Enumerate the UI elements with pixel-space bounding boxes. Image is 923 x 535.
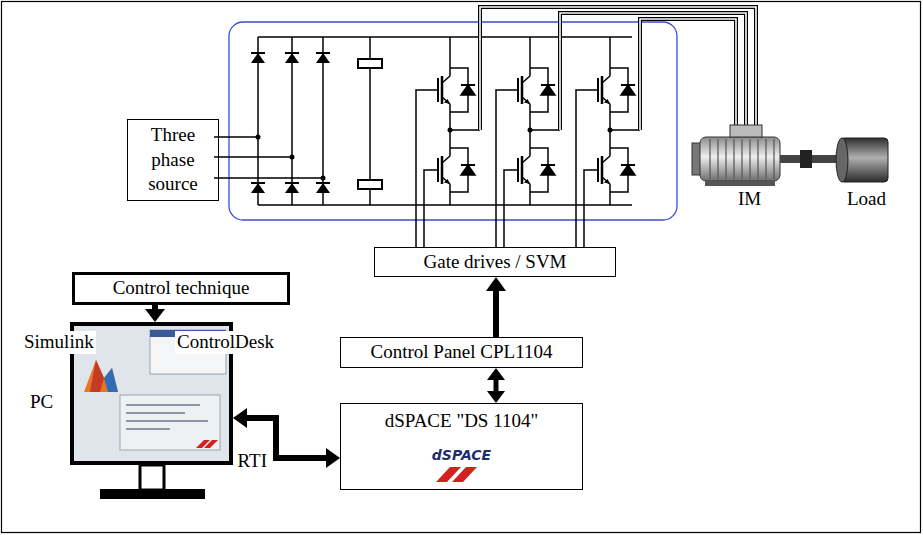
pc-stand [100,465,205,499]
rectifier-bridge [214,37,632,205]
signal-arrow [486,277,506,337]
source-box: Three phase source [127,119,219,201]
part-label: IM [738,188,761,211]
gate-drive-box: Gate drives / SVM [374,247,616,277]
arrow-head [233,408,247,428]
box-title: dSPACE "DS 1104" [341,409,582,434]
motor-cables [480,7,756,130]
inverter-legs [416,37,640,247]
control-technique-box: Control technique [72,272,290,305]
arrow-head [486,277,506,291]
mechanical-load [836,138,888,182]
arrow-head [487,368,505,380]
dc-link-capacitors [358,37,382,205]
logo-text: dSPACE [341,446,582,464]
arrow-head [487,391,505,403]
box-label: Control Panel CPL1104 [371,340,553,365]
control-panel-box: Control Panel CPL1104 [340,337,583,368]
part-label: ControlDesk [175,331,276,354]
dspace-logo-swoosh [436,467,477,482]
arrow-shaft [494,378,499,393]
link-label: RTI [238,450,267,473]
arrow-head [145,309,165,322]
signal-arrow [145,305,165,322]
arrow-shaft [493,289,499,337]
arrow-head [326,448,340,468]
pc-label: PC [30,390,53,415]
part-label: Load [847,188,886,211]
induction-motor [692,125,840,186]
dspace-box: dSPACE "DS 1104" dSPACE [340,403,583,490]
rectifier-diodes [251,53,330,193]
part-label: Simulink [22,331,96,354]
box-label: Gate drives / SVM [423,250,566,275]
box-label: Three phase source [128,123,218,197]
signal-arrow [487,368,505,403]
box-label: Control technique [113,276,250,301]
